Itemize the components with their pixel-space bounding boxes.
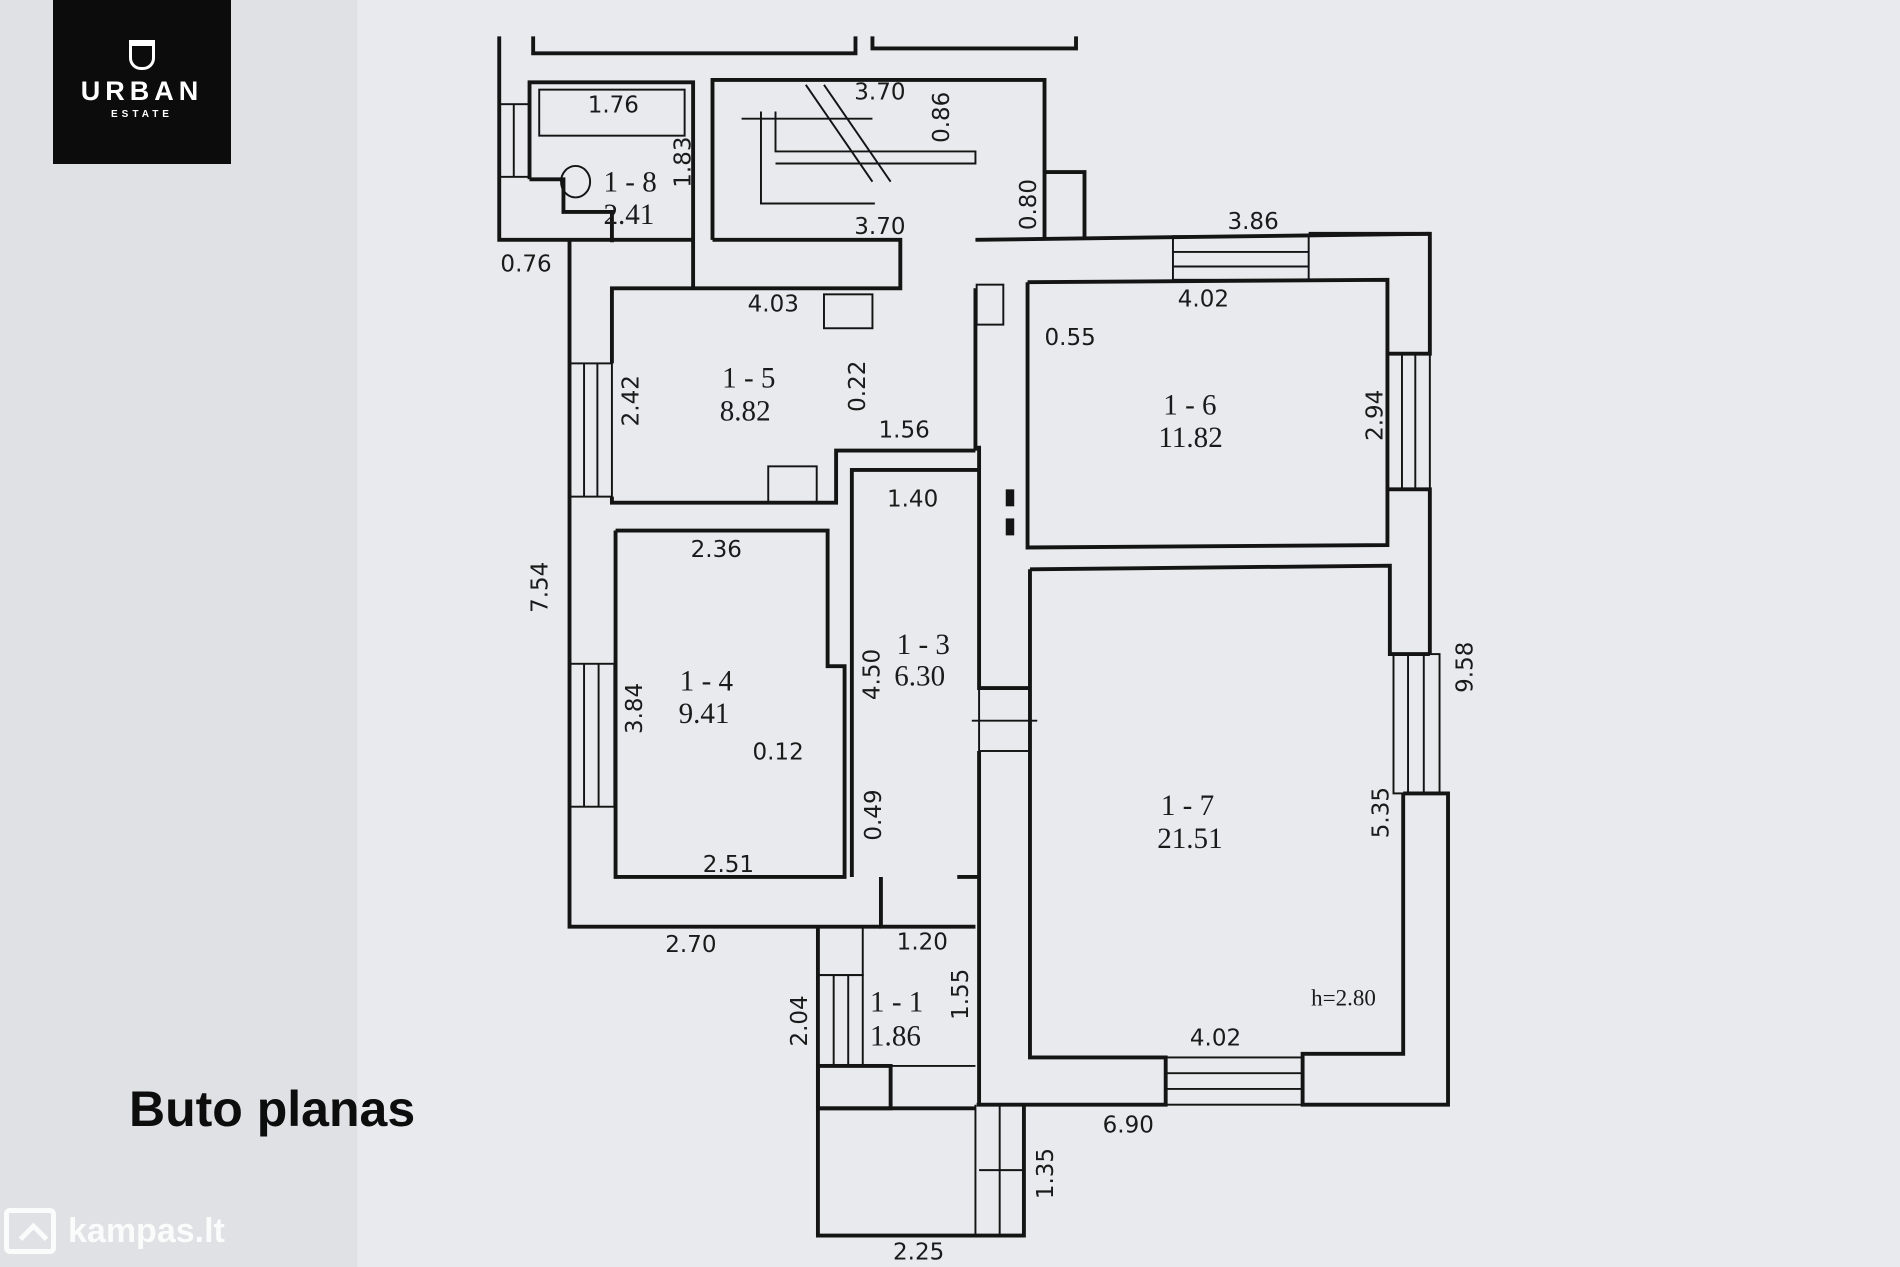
kampas-watermark: kampas.lt [4,1208,225,1254]
dim: 0.80 [1016,179,1042,230]
logo-sub: ESTATE [111,109,173,120]
dim: 1.56 [879,417,930,443]
dim: 2.42 [619,375,645,426]
dim: 2.51 [703,852,754,878]
dim: 0.55 [1045,325,1096,351]
room-1-5-area: 8.82 [720,395,771,427]
background-left [0,0,358,1267]
room-labels: 1 - 8 2.41 1 - 5 8.82 1 - 6 11.82 1 - 4 … [603,166,1375,1052]
room-1-6-area: 11.82 [1158,422,1222,454]
dim: 1.76 [588,93,639,119]
dim: 9.58 [1452,642,1478,693]
dim: 1.20 [897,930,948,956]
urban-estate-logo: URBAN ESTATE [53,0,231,164]
dim: 4.02 [1178,286,1229,312]
dim: 0.22 [845,361,871,412]
dim: 0.12 [752,739,803,765]
dim: 0.76 [500,251,551,277]
dimension-labels: 1.76 1.83 3.70 0.86 0.80 3.70 0.76 4.03 … [500,79,1478,1265]
dim: 2.70 [665,932,716,958]
dim: 1.55 [948,969,974,1020]
dim: 2.04 [787,995,813,1046]
room-1-8-id: 1 - 8 [603,166,656,198]
dim: 5.35 [1369,787,1395,838]
room-1-3-id: 1 - 3 [897,629,950,661]
watermark-text: kampas.lt [68,1211,225,1250]
room-1-5-id: 1 - 5 [722,363,775,395]
dim: 4.03 [748,291,799,317]
room-1-7-area: 21.51 [1157,823,1222,855]
dim: 2.25 [893,1240,944,1266]
room-1-7-id: 1 - 7 [1161,790,1214,822]
dim: 1.35 [1033,1148,1059,1199]
walls [497,36,1450,1238]
dim: 4.02 [1190,1025,1241,1051]
room-1-1-id: 1 - 1 [870,986,923,1018]
room-1-1-area: 1.86 [870,1020,921,1052]
dim: 7.54 [528,562,554,613]
room-1-8-area: 2.41 [603,199,654,231]
room-1-4-area: 9.41 [679,698,730,730]
ceiling-height: h=2.80 [1311,984,1376,1010]
dim: 3.86 [1227,209,1278,235]
dim: 1.40 [887,486,938,512]
dim: 4.50 [860,649,886,700]
dim: 3.84 [622,683,648,734]
dim: 1.83 [671,137,697,188]
room-1-6-id: 1 - 6 [1163,389,1216,421]
dim: 0.86 [929,92,955,143]
room-1-3-area: 6.30 [894,661,945,693]
kampas-house-icon [4,1208,56,1254]
keyhole-shield-icon [129,40,155,70]
plan-title: Buto planas [129,1081,416,1137]
dim: 6.90 [1103,1113,1154,1139]
dim: 3.70 [854,214,905,240]
dim: 0.49 [861,789,887,840]
room-1-4-id: 1 - 4 [680,665,734,697]
logo-brand: URBAN [80,76,204,106]
dim: 2.36 [691,537,742,563]
dim: 3.70 [854,79,905,105]
dim: 2.94 [1363,390,1389,441]
